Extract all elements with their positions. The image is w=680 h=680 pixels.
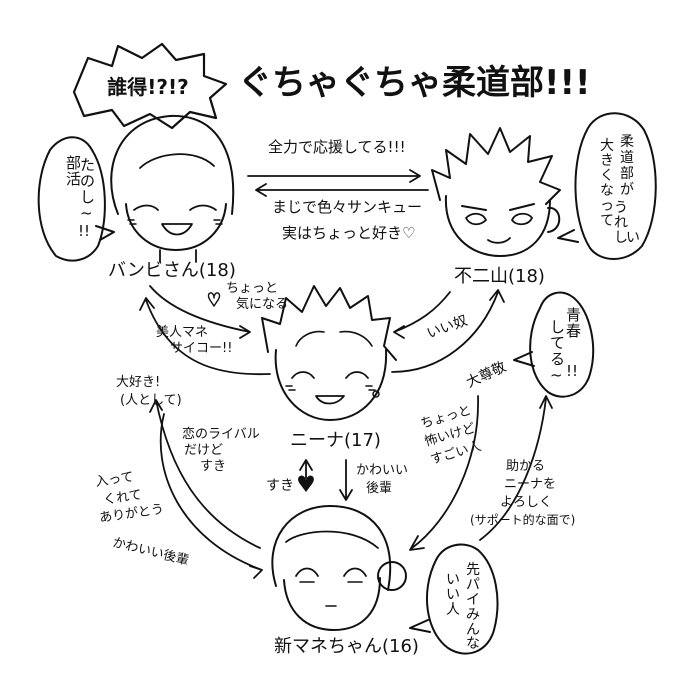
relation-suki: すき: [266, 478, 294, 494]
arrow-bambi-to-new: [159, 413, 263, 579]
relation-bambi-to-nina-2: サイコー!!: [170, 341, 232, 356]
arrow-bambi-to-nina: [149, 285, 251, 339]
nina-portrait: [261, 285, 397, 421]
relation-funiyama-to-bambi-1: まじで色々サンキュー: [272, 198, 422, 216]
nina-speech-bubble: [513, 291, 595, 398]
bubble-char: 人: [446, 602, 460, 618]
bambi-speech-bubble: [37, 136, 115, 262]
funiyama-name-label: 不二山(18): [454, 266, 545, 287]
bubble-char: 春: [566, 322, 581, 340]
bambi-portrait: [110, 114, 235, 263]
bubble-char: し: [80, 188, 95, 206]
relation-new-to-bambi-4: かわいい後輩: [111, 535, 190, 568]
nina-name-label: ニーナ(17): [290, 430, 381, 451]
funiyama-speech-bubble: [557, 112, 657, 260]
arrow-funiyama-to-new: [409, 395, 479, 551]
bubble-char: い: [626, 230, 640, 246]
bubble-char: が: [620, 182, 634, 198]
bubble-char: く: [600, 168, 614, 184]
relation-daisuki-1: 大好き!: [116, 375, 160, 390]
bubble-char: っ: [600, 198, 614, 214]
relation-funiyama-to-bambi-2: 実はちょっと好き♡: [282, 224, 415, 242]
bubble-char: ~: [80, 204, 93, 222]
relation-nina-to-new-1: 恋のライバル: [182, 426, 260, 442]
bambi-name-label: バンビさん(18): [108, 260, 236, 281]
relation-bambi-to-nina-1: 美人マネ: [156, 325, 208, 340]
relation-new-to-bambi-1: 入って: [94, 470, 134, 490]
bubble-char: !!: [78, 222, 90, 240]
relation-nina-to-bambi-2: 気になる: [236, 296, 288, 312]
bubble-char: !!: [566, 362, 578, 380]
title-badge-text: 誰得!?!?: [107, 75, 188, 99]
funiyama-bubble-text: 柔 道 部 が 大 き く な っ て う れ し い: [600, 134, 640, 246]
bubble-char: 部: [66, 154, 81, 172]
new-manager-bubble-text: 先 パ イ み ん な い い 人: [446, 562, 480, 652]
bubble-char: き: [600, 153, 614, 169]
bubble-char: 青: [566, 306, 581, 324]
relation-funiyama-to-new-1: 助かる: [506, 459, 545, 474]
relation-nina-to-new-2: だけど: [184, 443, 223, 458]
bubble-char: イ: [466, 592, 480, 608]
new-manager-portrait: [271, 505, 407, 631]
relation-daisuki-2: (人として): [120, 393, 182, 408]
bubble-char: み: [466, 607, 480, 623]
bubble-char: い: [446, 572, 460, 588]
bubble-char: 道: [620, 150, 634, 166]
bubble-char: れ: [614, 215, 628, 231]
relation-kawaii-1: かわいい: [356, 463, 408, 478]
relation-funiyama-to-new-2: ニーナを: [504, 477, 556, 492]
small-heart-icon: [207, 292, 221, 307]
relation-funiyama-to-new-4: (サポート的な面で): [470, 512, 575, 527]
relation-funiyama-to-new-3: よろしく: [500, 495, 552, 510]
page-title: ぐちゃぐちゃ柔道部!!!: [238, 63, 591, 103]
bambi-bubble-text: 部 活 た の し ~ !!: [66, 154, 95, 240]
arrow-funiyama-to-nina: [393, 291, 451, 339]
relation-kawaii-2: 後輩: [366, 481, 392, 496]
title-badge-bubble: 誰得!?!?: [72, 42, 228, 130]
bubble-char: た: [80, 156, 95, 174]
bubble-char: パ: [466, 577, 480, 593]
arrow-nina-to-new: [339, 459, 353, 501]
arrow-bambi-to-funiyama: [247, 169, 421, 183]
bubble-char: 柔: [620, 134, 634, 150]
arrow-nina-to-funiyama: [391, 289, 505, 373]
bubble-char: て: [600, 213, 614, 229]
filled-heart-icon: [298, 475, 314, 492]
relation-nina-to-new-3: すき: [200, 459, 226, 474]
arrow-funiyama-to-bambi: [255, 183, 429, 197]
bubble-char: ~: [550, 366, 563, 384]
relation-funiyama-to-nina: いい奴: [424, 312, 469, 342]
relation-nina-to-bambi-1: ちょっと: [226, 281, 278, 296]
arrow-new-to-nina: [299, 459, 313, 479]
bubble-char: 活: [66, 170, 81, 188]
relation-new-to-bambi-2: くれて: [102, 488, 142, 508]
bubble-char: ん: [466, 622, 480, 638]
bubble-char: し: [614, 230, 628, 246]
new-manager-name-label: 新マネちゃん(16): [274, 636, 419, 657]
relation-nina-to-funiyama: 大尊敬: [464, 358, 509, 391]
bubble-char: う: [614, 200, 628, 216]
bubble-char: の: [80, 172, 95, 190]
bubble-char: 先: [466, 562, 480, 578]
bubble-char: て: [550, 334, 565, 352]
arrow-new-to-bambi: [149, 399, 261, 549]
bubble-char: る: [550, 350, 565, 368]
bubble-char: 部: [620, 166, 634, 182]
bubble-char: し: [550, 318, 565, 336]
bubble-char: 大: [600, 138, 614, 154]
arrow-nina-to-bambi: [139, 297, 271, 376]
nina-bubble-text: 青 春 し て る ~ !!: [550, 306, 581, 384]
funiyama-portrait: [431, 127, 561, 257]
arrow-new-to-funiyama: [479, 395, 553, 541]
bubble-char: い: [446, 587, 460, 603]
relation-bambi-to-funiyama: 全力で応援してる!!!: [268, 138, 406, 156]
new-manager-speech-bubble: [409, 543, 499, 655]
bubble-char: な: [466, 636, 480, 652]
bubble-char: な: [600, 183, 614, 199]
